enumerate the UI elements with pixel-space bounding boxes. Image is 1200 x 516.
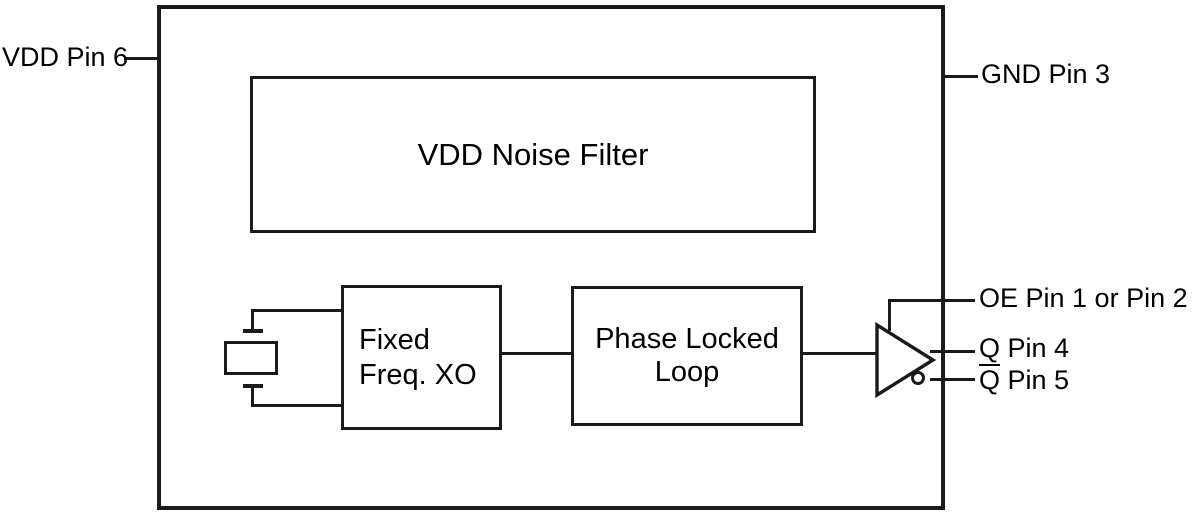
pin-stub-q xyxy=(930,350,975,353)
pin-label-oe: OE Pin 1 or Pin 2 xyxy=(979,283,1188,313)
wire-xo-to-pll xyxy=(500,352,573,355)
crystal-lead-top xyxy=(251,309,343,312)
pin-label-qbar-rest: Pin 5 xyxy=(1000,365,1070,395)
pin-stub-qbar xyxy=(930,378,975,381)
block-label-vdd-noise-filter: VDD Noise Filter xyxy=(417,137,649,172)
pin-label-qbar: Q Pin 5 xyxy=(979,364,1069,394)
wire-oe-horizontal xyxy=(888,299,946,302)
crystal-lead-bottom xyxy=(251,404,343,407)
block-label-phase-locked-loop: Phase Locked Loop xyxy=(571,286,803,426)
pin-label-gnd: GND Pin 3 xyxy=(981,59,1111,89)
block-vdd-noise-filter xyxy=(250,76,816,233)
crystal-plate-top-icon xyxy=(243,329,263,333)
pin-label-qbar-overbar: Q xyxy=(979,364,1001,395)
block-phase-locked-loop xyxy=(571,286,803,426)
wire-pll-to-buffer xyxy=(801,352,879,355)
pin-stub-oe xyxy=(943,299,975,302)
block-label-fixed-freq-xo-line1: Fixed xyxy=(359,323,430,356)
pin-label-q: Q Pin 4 xyxy=(979,333,1070,363)
block-fixed-freq-xo xyxy=(341,285,502,430)
crystal-stub-top xyxy=(251,310,254,331)
output-buffer-icon xyxy=(872,320,938,400)
block-label-pll-line1: Phase Locked xyxy=(595,323,779,355)
pin-label-vdd: VDD Pin 6 xyxy=(2,42,129,72)
pin-stub-vdd xyxy=(124,57,159,60)
block-label-fixed-freq-xo-line2: Freq. XO xyxy=(359,358,477,391)
block-label-pll-line2: Loop xyxy=(654,356,720,388)
wire-oe-vertical xyxy=(888,299,891,331)
crystal-resonator-body xyxy=(224,341,278,375)
crystal-stub-bottom xyxy=(251,386,254,407)
pin-stub-gnd xyxy=(943,75,978,78)
inverting-output-bubble-icon xyxy=(911,371,925,385)
block-label-fixed-freq-xo: Fixed Freq. XO xyxy=(341,285,502,430)
